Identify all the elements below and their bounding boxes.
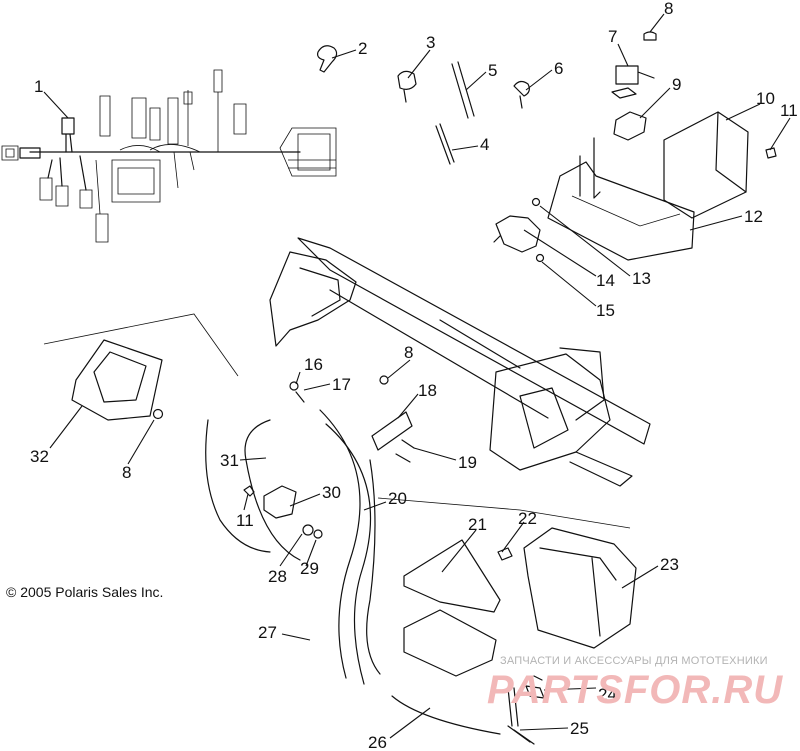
callout-14: 14 bbox=[596, 271, 615, 290]
callout-8-left: 8 bbox=[122, 463, 131, 482]
callout-19: 19 bbox=[458, 453, 477, 472]
callout-8-mid: 8 bbox=[404, 343, 413, 362]
callout-3: 3 bbox=[426, 33, 435, 52]
callout-28: 28 bbox=[268, 567, 287, 586]
callout-12: 12 bbox=[744, 207, 763, 226]
callout-21: 21 bbox=[468, 515, 487, 534]
cables-hardware bbox=[205, 375, 501, 735]
watermark-logo: PARTSFOR.RU bbox=[487, 668, 784, 712]
callout-5: 5 bbox=[488, 61, 497, 80]
callout-7: 7 bbox=[608, 27, 617, 46]
callout-11-top: 11 bbox=[780, 101, 798, 120]
callout-24: 24 bbox=[598, 685, 617, 704]
callout-6: 6 bbox=[554, 59, 563, 78]
callout-18: 18 bbox=[418, 381, 437, 400]
callout-8-top: 8 bbox=[664, 0, 673, 18]
callout-26: 26 bbox=[368, 733, 387, 751]
callout-13: 13 bbox=[632, 269, 651, 288]
callout-15: 15 bbox=[596, 301, 615, 320]
leader-lines bbox=[43, 13, 791, 739]
callout-4: 4 bbox=[480, 135, 489, 154]
battery-box bbox=[377, 497, 637, 745]
callout-numbers: 1 2 3 4 5 6 7 8 9 10 11 12 13 14 15 16 1… bbox=[30, 0, 798, 751]
top-small-parts bbox=[317, 31, 657, 165]
callout-31: 31 bbox=[220, 451, 239, 470]
battery-tray-left bbox=[43, 313, 239, 421]
callout-29: 29 bbox=[300, 559, 319, 578]
callout-30: 30 bbox=[322, 483, 341, 502]
callout-25: 25 bbox=[570, 719, 589, 738]
callout-23: 23 bbox=[660, 555, 679, 574]
callout-1: 1 bbox=[34, 77, 43, 96]
callout-20: 20 bbox=[388, 489, 407, 508]
callout-22: 22 bbox=[518, 509, 537, 528]
callout-9: 9 bbox=[672, 75, 681, 94]
callout-16: 16 bbox=[304, 355, 323, 374]
callout-2: 2 bbox=[358, 39, 367, 58]
copyright-text: © 2005 Polaris Sales Inc. bbox=[6, 584, 164, 600]
callout-11-low: 11 bbox=[236, 511, 254, 530]
callout-10: 10 bbox=[756, 89, 775, 108]
callout-27: 27 bbox=[258, 623, 277, 642]
watermark-tagline: ЗАПЧАСТИ И АКСЕССУАРЫ ДЛЯ МОТОТЕХНИКИ bbox=[500, 655, 768, 667]
frame bbox=[269, 237, 651, 487]
callout-17: 17 bbox=[332, 375, 351, 394]
callout-32: 32 bbox=[30, 447, 49, 466]
wiring-harness bbox=[1, 69, 337, 243]
bracket-assembly bbox=[493, 111, 777, 263]
